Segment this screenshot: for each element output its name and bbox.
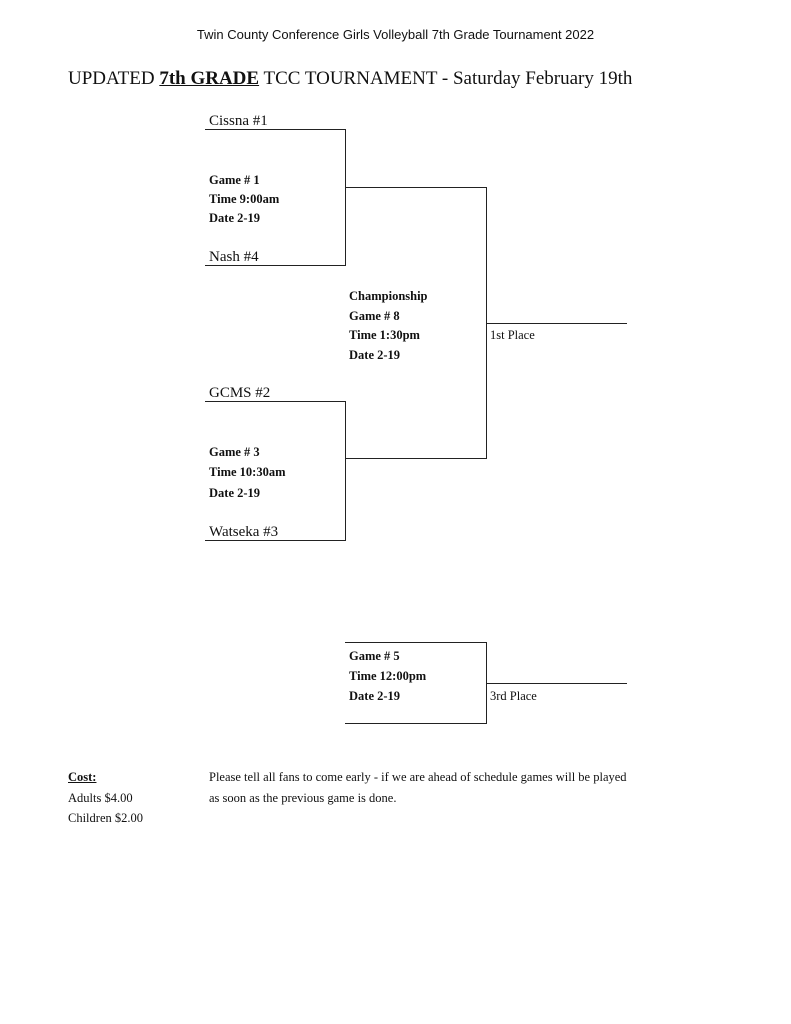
game3-number: Game # 3	[209, 445, 260, 459]
game5-number: Game # 5	[349, 649, 400, 663]
game3-winner-line	[345, 458, 487, 459]
championship-label: Championship	[349, 289, 428, 303]
game5-time: Time 12:00pm	[349, 669, 427, 683]
championship-game: Game # 8	[349, 309, 400, 323]
game1-winner-line	[345, 187, 487, 188]
title-suffix: TCC TOURNAMENT - Saturday February 19th	[259, 68, 633, 89]
game5-bottom-line	[345, 723, 487, 724]
page-title: UPDATED 7th GRADE TCC TOURNAMENT - Satur…	[68, 68, 632, 90]
document-header: Twin County Conference Girls Volleyball …	[196, 27, 595, 42]
game5-date: Date 2-19	[349, 689, 401, 703]
team-line-cissna	[205, 129, 346, 130]
fans-note-line2: as soon as the previous game is done.	[209, 791, 397, 805]
game1-number: Game # 1	[209, 173, 260, 187]
game1-date: Date 2-19	[209, 211, 261, 225]
first-place-label: 1st Place	[490, 328, 535, 342]
fans-note-line1: Please tell all fans to come early - if …	[209, 770, 627, 784]
first-place-line	[486, 323, 627, 324]
team-gcms: GCMS #2	[209, 385, 271, 401]
team-watseka: Watseka #3	[209, 524, 279, 540]
cost-children: Children $2.00	[68, 811, 143, 825]
team-nash: Nash #4	[209, 249, 259, 265]
team-cissna: Cissna #1	[209, 113, 268, 129]
team-line-gcms	[205, 401, 346, 402]
championship-date: Date 2-19	[349, 348, 401, 362]
game1-time: Time 9:00am	[209, 192, 280, 206]
game5-top-line	[345, 642, 487, 643]
cost-label: Cost:	[68, 770, 97, 784]
team-line-nash	[205, 265, 346, 266]
third-place-label: 3rd Place	[490, 689, 537, 703]
championship-time: Time 1:30pm	[349, 328, 420, 342]
game1-connector	[345, 129, 346, 266]
game3-time: Time 10:30am	[209, 465, 286, 479]
game3-date: Date 2-19	[209, 486, 261, 500]
cost-adults: Adults $4.00	[68, 791, 133, 805]
third-place-line	[486, 683, 627, 684]
title-emphasis: 7th GRADE	[159, 68, 260, 89]
team-line-watseka	[205, 540, 346, 541]
game3-connector	[345, 401, 346, 541]
title-prefix: UPDATED	[68, 68, 160, 89]
